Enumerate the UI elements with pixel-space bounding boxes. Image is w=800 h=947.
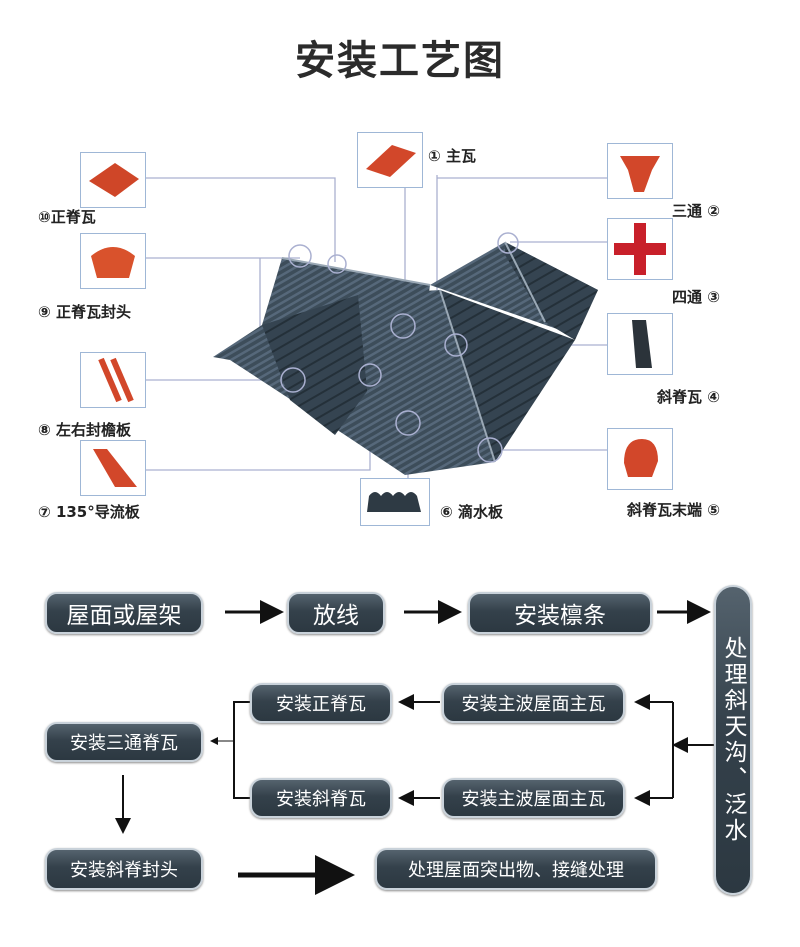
drip-board-thumbnail: [360, 478, 430, 526]
roof-right-face: [505, 242, 598, 340]
flow-step-valley-flashing: 处理斜天沟、泛水: [714, 585, 752, 895]
part-number: ⑧: [38, 421, 51, 439]
flow-step-layout-lines: 放线: [287, 592, 385, 634]
part-name: 135°导流板: [55, 503, 140, 521]
part-name: 滴水板: [457, 503, 503, 521]
part-number: ⑩: [38, 208, 51, 226]
part-number: ③: [707, 288, 720, 306]
part-label-main-tile: ① 主瓦: [428, 145, 476, 166]
flow-board-thumbnail: [80, 440, 146, 496]
part-label-hip-ridge-end: 斜脊瓦末端 ⑤: [627, 499, 720, 520]
part-label-three-way: 三通 ②: [672, 200, 720, 221]
part-label-ridge-tile: ⑩正脊瓦: [38, 206, 96, 227]
part-label-flow-board: ⑦ 135°导流板: [38, 501, 140, 522]
part-number: ⑤: [707, 501, 720, 519]
part-label-hip-ridge-tile: 斜脊瓦 ④: [657, 386, 720, 407]
part-number: ⑨: [38, 303, 51, 321]
part-number: ⑦: [38, 503, 51, 521]
part-number: ⑥: [440, 503, 453, 521]
main-tile-thumbnail: [357, 132, 423, 188]
part-label-ridge-end-cap: ⑨ 正脊瓦封头: [38, 301, 131, 322]
part-label-eave-board: ⑧ 左右封檐板: [38, 419, 131, 440]
ridge-tile-thumbnail: [80, 152, 146, 208]
flow-step-hip-ridge-tile: 安装斜脊瓦: [250, 778, 392, 818]
flow-step-three-way-ridge: 安装三通脊瓦: [45, 722, 203, 762]
roof-gable-left: [262, 295, 368, 435]
part-name: 斜脊瓦: [657, 388, 703, 406]
part-name: 三通: [672, 202, 703, 220]
four-way-thumbnail: [607, 218, 673, 280]
three-way-thumbnail: [607, 143, 673, 199]
part-name: 四通: [672, 288, 703, 306]
part-name: 主瓦: [445, 147, 476, 165]
roof-center: [358, 290, 495, 475]
flow-step-hip-ridge-cap: 安装斜脊封头: [45, 848, 203, 890]
flow-step-ridge-tile: 安装正脊瓦: [250, 683, 392, 723]
part-label-drip-board: ⑥ 滴水板: [440, 501, 503, 522]
part-name: 斜脊瓦末端: [627, 501, 703, 519]
part-name: 左右封檐板: [55, 421, 131, 439]
part-number: ④: [707, 388, 720, 406]
part-number: ①: [428, 147, 441, 165]
flow-step-roof-frame: 屋面或屋架: [45, 592, 203, 634]
part-name: 正脊瓦封头: [55, 303, 131, 321]
part-label-four-way: 四通 ③: [672, 286, 720, 307]
eave-board-thumbnail: [80, 352, 146, 408]
page-title: 安装工艺图: [295, 38, 505, 84]
part-number: ②: [707, 202, 720, 220]
hip-ridge-tile-thumbnail: [607, 313, 673, 375]
flow-step-protrusions-joints: 处理屋面突出物、接缝处理: [375, 848, 657, 890]
flow-step-install-purlins: 安装檩条: [468, 592, 652, 634]
ridge-end-cap-thumbnail: [80, 233, 146, 289]
hip-ridge-end-thumbnail: [607, 428, 673, 490]
part-name: 正脊瓦: [50, 208, 96, 226]
flow-step-main-tile-a: 安装主波屋面主瓦: [442, 683, 625, 723]
flow-step-main-tile-b: 安装主波屋面主瓦: [442, 778, 625, 818]
